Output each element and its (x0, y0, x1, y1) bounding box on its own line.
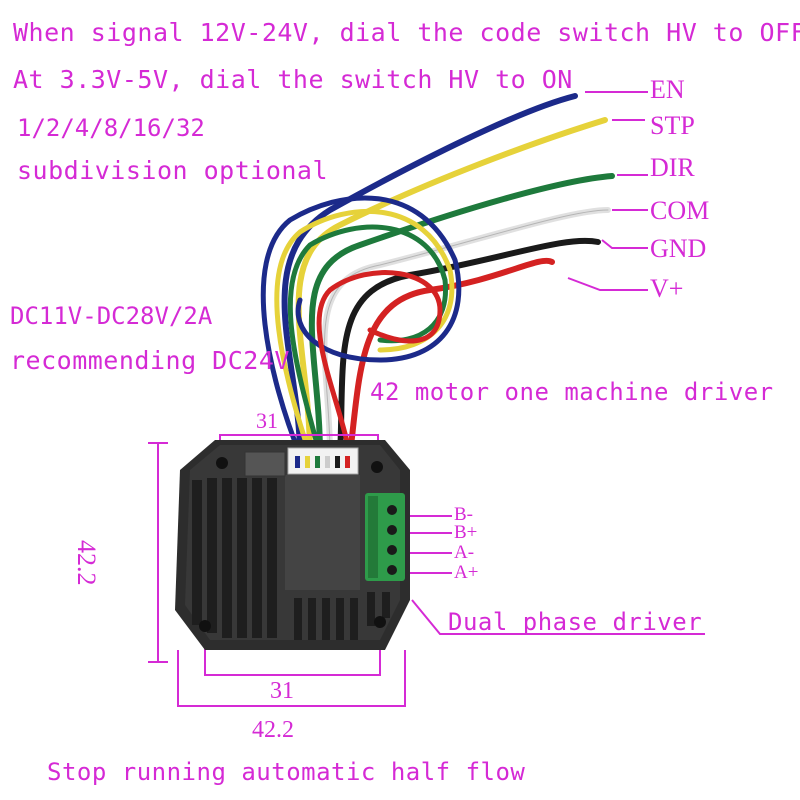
heatsink-fins (192, 478, 390, 640)
motor-terminal-block (365, 493, 405, 581)
driver-body (175, 440, 410, 650)
subdivision-values: 1/2/4/8/16/32 (17, 114, 205, 142)
wire-dir (308, 173, 615, 458)
mount-hole (199, 620, 211, 632)
signal-connector (244, 447, 359, 477)
dual-phase-label: Dual phase driver (448, 608, 703, 636)
mount-hole (371, 461, 383, 473)
product-name: 42 motor one machine driver (370, 378, 774, 406)
wire-harness (260, 93, 615, 458)
stop-half-flow-note: Stop running automatic half flow (47, 758, 526, 786)
wire-stp (295, 117, 608, 458)
wire-com-edge (324, 209, 609, 456)
mount-hole (216, 457, 228, 469)
subdivision-note: subdivision optional (17, 156, 329, 185)
wire-loop (260, 195, 462, 458)
wire-label-leaders (567, 91, 648, 291)
wire-loop-2 (274, 208, 455, 458)
wire-loop-4 (316, 270, 443, 458)
signal-note-line2: At 3.3V-5V, dial the switch HV to ON (13, 65, 573, 94)
dimension-bottom-inner: 31 (270, 678, 294, 704)
wire-label-stp: STP (650, 111, 695, 140)
power-spec: DC11V-DC28V/2A (10, 302, 213, 330)
motor-pin-b-minus: B- (454, 504, 473, 525)
wire-en (281, 93, 578, 458)
wire-label-dir: DIR (650, 153, 695, 182)
wire-loop-3 (287, 224, 449, 458)
mount-hole (374, 616, 386, 628)
wire-label-vplus: V+ (650, 274, 684, 303)
wire-label-en: EN (650, 75, 685, 104)
wire-label-com: COM (650, 196, 710, 225)
dimension-side-height: 42.2 (72, 540, 101, 586)
motor-pin-a-minus: A- (454, 542, 475, 563)
wire-com (321, 207, 611, 458)
signal-note-line1: When signal 12V-24V, dial the code switc… (13, 18, 800, 47)
power-recommendation: recommending DC24V (10, 346, 290, 375)
wire-label-gnd: GND (650, 234, 707, 263)
motor-pin-b-plus: B+ (454, 522, 478, 543)
dimension-top-width: 31 (256, 408, 278, 433)
dimension-bottom-outer: 42.2 (252, 717, 294, 743)
motor-pin-a-plus: A+ (454, 562, 479, 583)
wire-vplus (347, 257, 555, 458)
